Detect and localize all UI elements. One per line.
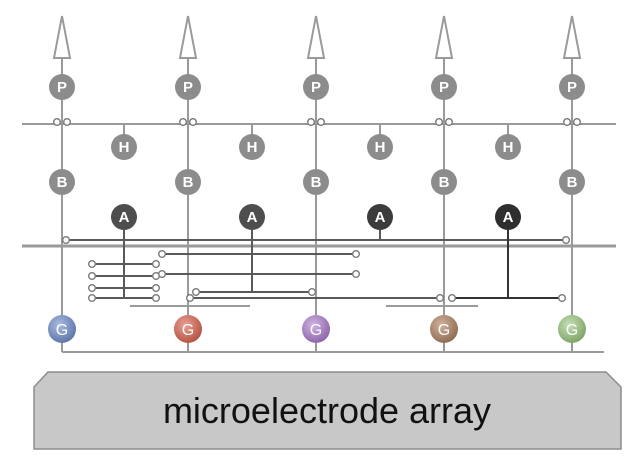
synapse-terminals (53, 117, 582, 303)
photoreceptor-node: P (175, 74, 201, 100)
ganglion-cell-label: G (182, 322, 194, 339)
photoreceptor-node: P (431, 74, 457, 100)
bipolar-cell-node: B (303, 169, 329, 195)
photoreceptor-node: P (559, 74, 585, 100)
photoreceptor-outer-segment-2 (178, 15, 198, 59)
bipolar-cell-node: B (175, 169, 201, 195)
amacrine-cell-node: A (367, 204, 393, 230)
amacrine-cell-node: A (239, 204, 265, 230)
horizontal-cell-node: H (367, 134, 393, 160)
ganglion-cell-label: G (438, 322, 450, 339)
photoreceptor-label: P (183, 79, 193, 96)
photoreceptor-outer-segment-3 (306, 15, 326, 59)
bipolar-cell-label: B (439, 174, 450, 191)
horizontal-cell-node: H (111, 134, 137, 160)
bipolar-cell-node: B (49, 169, 75, 195)
photoreceptor-label: P (57, 79, 67, 96)
amacrine-cell-label: A (503, 209, 514, 226)
horizontal-cell-node: H (239, 134, 265, 160)
ganglion-cell-node-brown: G (430, 315, 458, 343)
horizontal-cell-node: H (495, 134, 521, 160)
bipolar-cell-node: B (559, 169, 585, 195)
ganglion-cell-label: G (310, 322, 322, 339)
microelectrode-array-body (33, 371, 622, 450)
ganglion-cell-node-purple: G (302, 315, 330, 343)
horizontal-cell-row: H H H H (111, 134, 521, 160)
amacrine-cell-label: A (119, 209, 130, 226)
ganglion-cell-label: G (566, 322, 578, 339)
ganglion-cell-node-blue: G (48, 315, 76, 343)
amacrine-wiring (66, 230, 566, 299)
ganglion-cell-node-red: G (174, 315, 202, 343)
amacrine-cell-node: A (495, 204, 521, 230)
photoreceptor-label: P (311, 79, 321, 96)
photoreceptor-label: P (567, 79, 577, 96)
amacrine-cell-node: A (111, 204, 137, 230)
amacrine-cell-label: A (247, 209, 258, 226)
bipolar-cell-node: B (431, 169, 457, 195)
horizontal-cell-label: H (119, 139, 130, 156)
horizontal-cell-label: H (503, 139, 514, 156)
photoreceptor-node: P (49, 74, 75, 100)
photoreceptor-outer-segment-1 (52, 15, 72, 59)
horizontal-cell-label: H (375, 139, 386, 156)
ganglion-cell-row: G G G G G (48, 315, 586, 343)
bipolar-cell-label: B (57, 174, 68, 191)
amacrine-cell-label: A (375, 209, 386, 226)
ganglion-cell-node-green: G (558, 315, 586, 343)
horizontal-cell-label: H (247, 139, 258, 156)
photoreceptor-outer-segment-4 (434, 15, 454, 59)
bipolar-cell-label: B (311, 174, 322, 191)
bipolar-cell-label: B (183, 174, 194, 191)
amacrine-cell-row: A A A A (111, 204, 521, 230)
microelectrode-array-label: microelectrode array (163, 390, 491, 431)
photoreceptor-outer-segment-5 (562, 15, 582, 59)
photoreceptor-row: P P P P P (49, 74, 585, 100)
bipolar-cell-row: B B B B B (49, 169, 585, 195)
ganglion-cell-label: G (56, 322, 68, 339)
photoreceptor-node: P (303, 74, 329, 100)
bipolar-cell-label: B (567, 174, 578, 191)
photoreceptor-label: P (439, 79, 449, 96)
microelectrode-array: microelectrode array (33, 371, 622, 450)
